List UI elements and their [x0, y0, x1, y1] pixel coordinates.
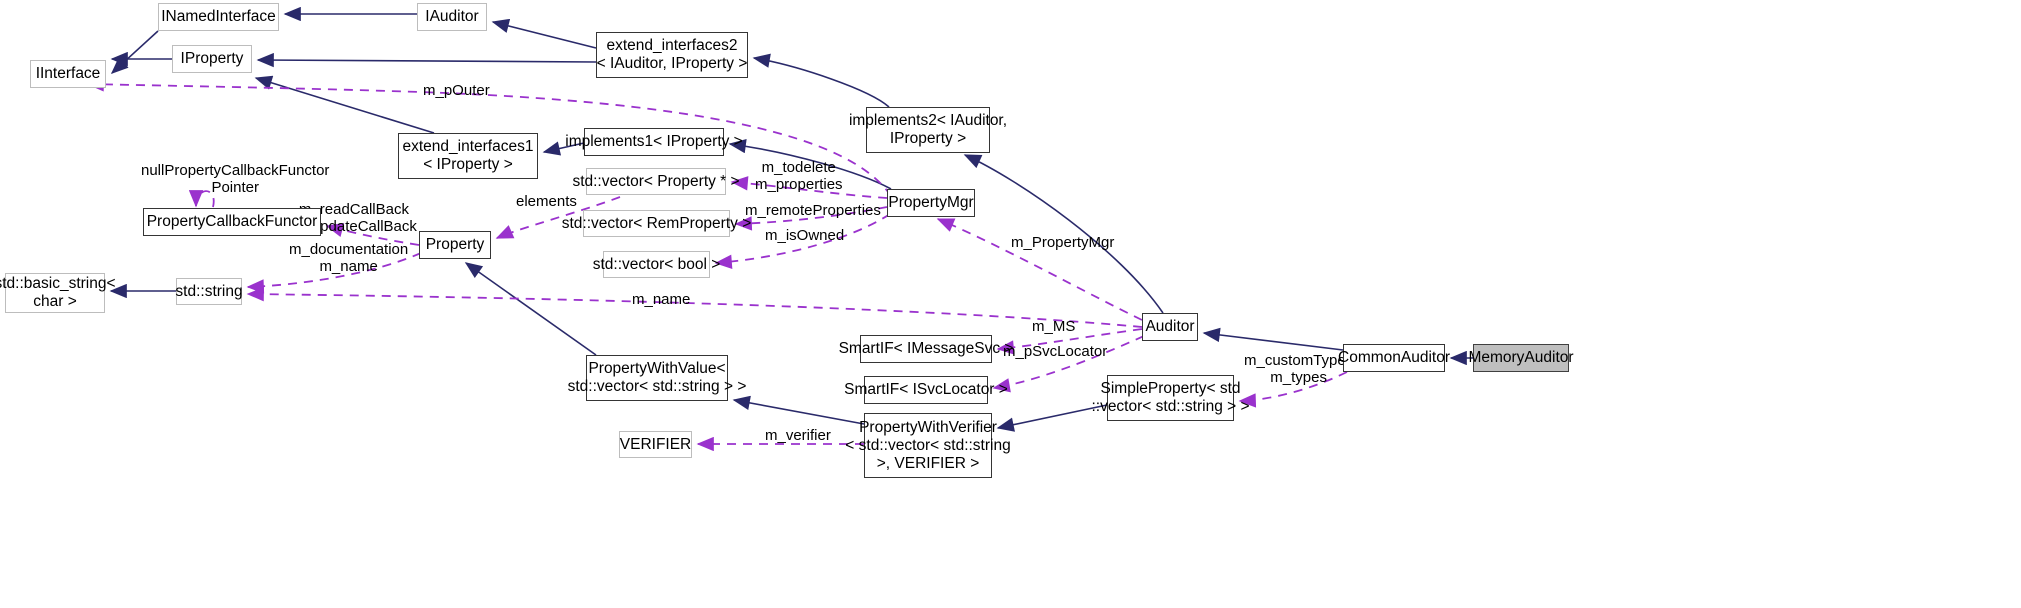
node-iinterface[interactable]: IInterface — [30, 60, 106, 88]
node-iproperty[interactable]: IProperty — [172, 45, 252, 73]
edge-label-m-ms: m_MS — [1032, 318, 1076, 335]
node-label: Auditor — [1145, 318, 1195, 335]
node-label: implements1< IProperty > — [565, 133, 743, 150]
node-label: IAuditor — [425, 8, 479, 25]
node-label: std::vector< Property * > — [572, 172, 740, 190]
node-common-auditor[interactable]: CommonAuditor — [1338, 344, 1450, 372]
node-implements1-iproperty[interactable]: implements1< IProperty > — [565, 128, 743, 156]
node-label-line-1: PropertyWithVerifier — [859, 418, 997, 436]
node-smartif-isvclocator[interactable]: SmartIF< ISvcLocator > — [844, 376, 1008, 404]
node-memory-auditor[interactable]: MemoryAuditor — [1468, 344, 1574, 372]
node-property-callback-functor[interactable]: PropertyCallbackFunctor — [143, 208, 321, 236]
node-label-line-2: < IAuditor, IProperty > — [596, 55, 748, 72]
node-label-line-1: implements2< IAuditor, — [848, 112, 1008, 129]
node-label: CommonAuditor — [1338, 349, 1450, 366]
node-label: std::vector< RemProperty > — [561, 214, 752, 232]
node-label: std::vector< bool > — [592, 255, 721, 273]
node-label: Property — [425, 236, 485, 253]
node-label-line-2: < IProperty > — [423, 156, 513, 173]
node-label-line-2: < std::vector< std::string — [845, 436, 1011, 454]
node-property-with-verifier[interactable]: PropertyWithVerifier < std::vector< std:… — [845, 413, 1011, 478]
node-implements2-iauditor-iproperty[interactable]: implements2< IAuditor, IProperty > — [849, 107, 1007, 153]
edge-label-m-verifier: m_verifier — [765, 427, 831, 444]
node-smartif-imessagesvc[interactable]: SmartIF< IMessageSvc > — [839, 335, 1013, 363]
edge-label-m-propertymgr: m_PropertyMgr — [1011, 234, 1115, 251]
node-label: IProperty — [180, 50, 244, 67]
node-label-line-1: extend_interfaces1 — [402, 138, 534, 155]
node-label: IInterface — [35, 65, 101, 82]
node-verifier[interactable]: VERIFIER — [619, 431, 692, 458]
node-property-mgr[interactable]: PropertyMgr — [887, 189, 975, 217]
node-std-string[interactable]: std::string — [175, 278, 243, 305]
node-vector-property-ptr[interactable]: std::vector< Property * > — [572, 168, 740, 195]
node-label: INamedInterface — [161, 8, 276, 25]
edge-label-m-pouter: m_pOuter — [423, 82, 490, 99]
node-auditor[interactable]: Auditor — [1142, 313, 1198, 341]
node-label-line-2: ::vector< std::string > > — [1091, 398, 1250, 415]
node-label-line-1: PropertyWithValue< — [588, 360, 726, 377]
node-label-line-2: char > — [33, 293, 77, 310]
node-label-line-1: SimpleProperty< std — [1100, 380, 1241, 397]
node-property-with-value[interactable]: PropertyWithValue< std::vector< std::str… — [568, 355, 746, 401]
node-property[interactable]: Property — [419, 231, 491, 259]
node-label-line-1: extend_interfaces2 — [606, 37, 738, 54]
edge-label-elements: elements — [516, 193, 577, 210]
node-simple-property[interactable]: SimpleProperty< std ::vector< std::strin… — [1091, 375, 1250, 421]
node-label-line-2: IProperty > — [889, 130, 967, 147]
edge-label-m-isowned: m_isOwned — [765, 227, 845, 244]
node-iauditor[interactable]: IAuditor — [417, 3, 487, 31]
node-label-line-3: >, VERIFIER > — [876, 454, 980, 472]
node-label: VERIFIER — [619, 435, 692, 453]
edge-label-m-psvclocator: m_pSvcLocator — [1003, 343, 1108, 360]
node-label: std::string — [175, 282, 243, 300]
edge-label-m-name: m_name — [632, 291, 691, 308]
node-label-line-2: std::vector< std::string > > — [567, 378, 747, 395]
node-inamedinterface[interactable]: INamedInterface — [158, 3, 279, 31]
node-label: SmartIF< IMessageSvc > — [838, 340, 1014, 357]
node-label: SmartIF< ISvcLocator > — [844, 381, 1008, 398]
node-vector-bool[interactable]: std::vector< bool > — [593, 251, 720, 278]
node-label: PropertyMgr — [888, 194, 974, 211]
edge-label-m-remoteproperties: m_remoteProperties — [745, 202, 881, 219]
node-std-basic-string[interactable]: std::basic_string< char > — [0, 273, 116, 313]
node-label: MemoryAuditor — [1468, 349, 1574, 366]
node-label: PropertyCallbackFunctor — [146, 213, 318, 230]
node-extend-interfaces2[interactable]: extend_interfaces2 < IAuditor, IProperty… — [596, 32, 748, 78]
node-label-line-1: std::basic_string< — [0, 275, 116, 292]
node-vector-remproperty[interactable]: std::vector< RemProperty > — [562, 210, 751, 237]
node-extend-interfaces1[interactable]: extend_interfaces1 < IProperty > — [398, 133, 538, 179]
